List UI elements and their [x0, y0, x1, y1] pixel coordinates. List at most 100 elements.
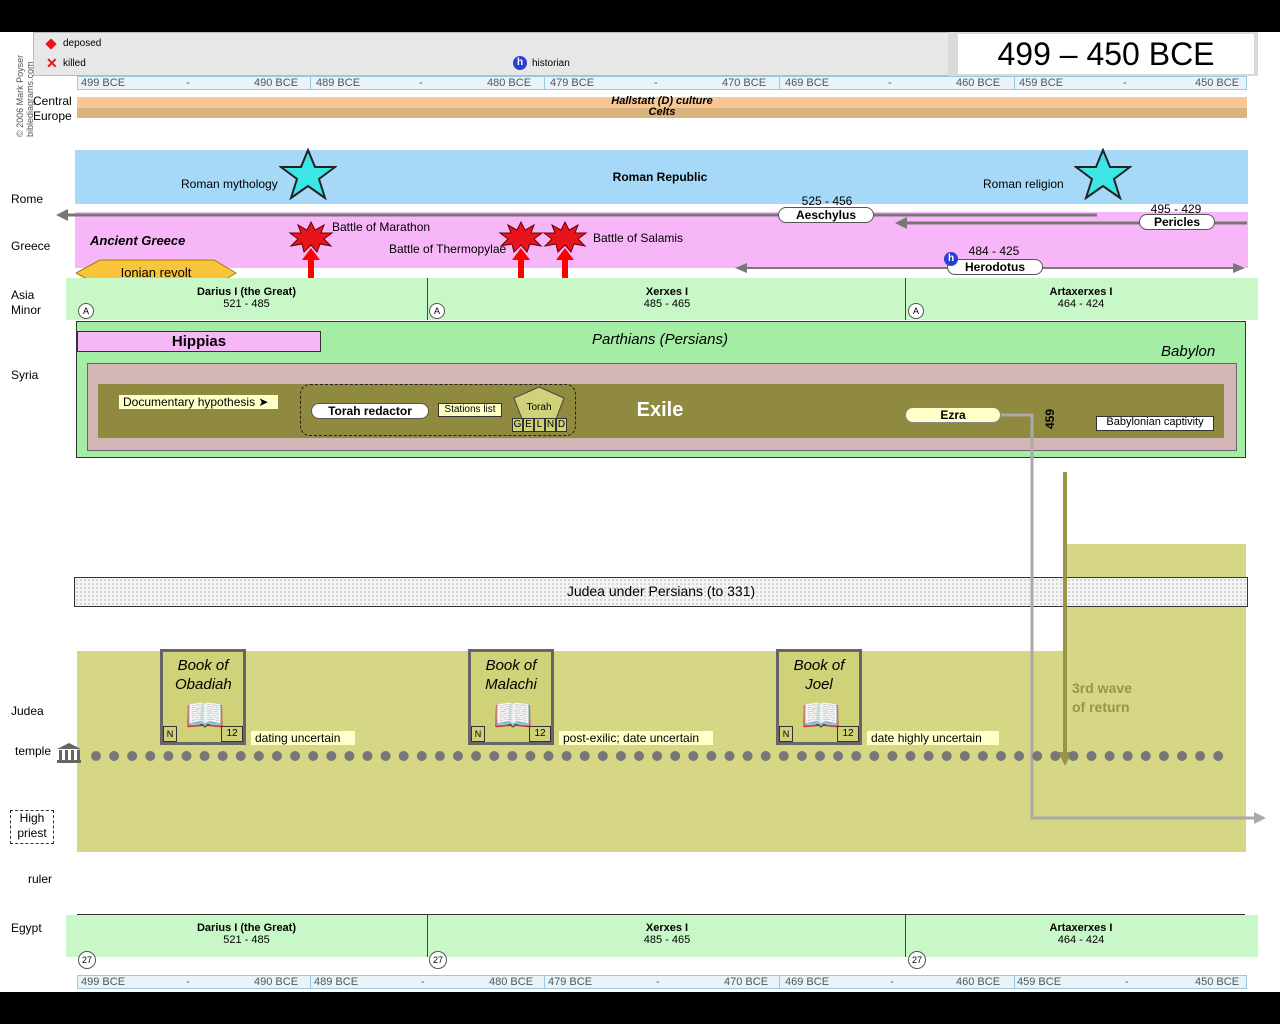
ancient-greece-label: Ancient Greece — [90, 233, 186, 248]
book-note: dating uncertain — [251, 731, 355, 745]
ruler-dates: 485 - 465 — [643, 934, 691, 946]
aeschylus-dates: 525 - 456 — [801, 194, 853, 208]
greece-band — [75, 212, 1248, 268]
ruler-name: Artaxerxes I — [1049, 286, 1113, 298]
star-icon — [279, 148, 337, 200]
row-label-high-priest: High priest — [17, 811, 47, 840]
time-scale-bottom: 499 BCE - 490 BCE 489 BCE - 480 BCE 479 … — [77, 975, 1247, 989]
torah-letter: L — [534, 418, 545, 432]
torah-label: Torah — [526, 402, 552, 413]
ruler-name: Artaxerxes I — [1049, 922, 1113, 934]
judea-persians-label: Judea under Persians (to 331) — [566, 583, 756, 599]
reign-darius: Darius I (the Great) 521 - 485 — [66, 278, 427, 320]
battle-salamis-icon — [542, 220, 588, 278]
scale-label: - — [1123, 77, 1127, 89]
torah-letter: G — [512, 418, 523, 432]
scale-label: 470 BCE — [722, 77, 767, 89]
ruler-dates: 521 - 485 — [223, 298, 270, 310]
hallstatt-label: Hallstatt (D) culture — [611, 95, 713, 107]
exile-band — [98, 384, 1224, 438]
scale-label: 460 BCE — [956, 77, 1001, 89]
hippias-label: Hippias — [171, 333, 227, 350]
thermopylae-label: Battle of Thermopylae — [389, 242, 507, 256]
scale-label: 470 BCE — [724, 976, 769, 988]
captivity-label: Babylonian captivity — [1106, 416, 1204, 428]
roman-republic-label: Roman Republic — [612, 170, 708, 184]
reign-artaxerxes: Artaxerxes I 464 - 424 — [905, 278, 1256, 320]
scale-label: - — [890, 976, 894, 988]
book-icon: 📖 — [801, 697, 841, 733]
row-label-temple: temple — [15, 744, 52, 758]
egypt-badge: 27 — [429, 951, 447, 969]
scale-label: 480 BCE — [489, 976, 534, 988]
asia-badge: A — [429, 303, 445, 319]
exile-label: Exile — [636, 399, 684, 421]
scale-seg — [310, 976, 545, 988]
scale-label: 490 BCE — [254, 976, 299, 988]
book-badge-left: N — [163, 726, 177, 742]
book-badge-right: 12 — [221, 726, 243, 742]
scale-label: 469 BCE — [785, 77, 830, 89]
reign-darius: Darius I (the Great) 521 - 485 — [66, 915, 427, 957]
historian-icon: h — [513, 56, 527, 70]
roman-religion-label: Roman religion — [983, 177, 1064, 191]
celts-band — [77, 108, 1247, 118]
parthians-label: Parthians (Persians) — [592, 331, 728, 348]
celts-label: Celts — [648, 106, 676, 118]
legend-killed-label: killed — [63, 58, 86, 69]
salamis-label: Battle of Salamis — [593, 231, 684, 245]
scale-label: 479 BCE — [550, 77, 595, 89]
title-inner — [958, 34, 1254, 74]
book-badge-right: 12 — [837, 726, 859, 742]
page-title: 499 – 450 BCE — [997, 36, 1215, 72]
roman-mythology-label: Roman mythology — [181, 177, 278, 191]
babylon-label: Babylon — [1161, 343, 1216, 360]
book-badge-left: N — [779, 726, 793, 742]
scale-label: 489 BCE — [316, 77, 361, 89]
torah-letter: N — [545, 418, 556, 432]
reign-xerxes: Xerxes I 485 - 465 — [427, 278, 906, 320]
book-obadiah: Book of Obadiah 📖 N 12 — [160, 649, 246, 745]
scale-label: 450 BCE — [1195, 976, 1240, 988]
legend-deposed-label: deposed — [63, 38, 102, 49]
row-label-judea: Judea — [11, 704, 44, 718]
scale-label: 469 BCE — [785, 976, 830, 988]
hallstatt-band — [77, 97, 1247, 108]
historian-icon: h — [944, 252, 958, 266]
row-label-rome: Rome — [11, 192, 44, 206]
row-label-central-europe: Central Europe — [33, 94, 72, 123]
book-malachi: Book of Malachi 📖 N 12 — [468, 649, 554, 745]
stations-label: Stations list — [444, 404, 496, 415]
legend-bar — [33, 32, 949, 76]
book-joel: Book of Joel 📖 N 12 — [776, 649, 862, 745]
high-priest-box — [10, 810, 54, 844]
scale-seg — [78, 77, 311, 89]
pericles-dates: 495 - 429 — [1150, 202, 1202, 216]
scale-label: 499 BCE — [81, 77, 126, 89]
asia-minor-reigns: Darius I (the Great) 521 - 485 Xerxes I … — [66, 278, 1258, 320]
return-lines — [1001, 413, 1266, 824]
scale-seg — [779, 77, 1015, 89]
ruler-dates: 464 - 424 — [1057, 298, 1105, 310]
egypt-badge: 27 — [908, 951, 926, 969]
asia-badge: A — [78, 303, 94, 319]
title-box: 499 – 450 BCE — [948, 32, 1258, 76]
battle-marathon-icon — [288, 220, 334, 278]
book-title: Book of Obadiah — [175, 657, 232, 693]
scale-label: - — [419, 77, 423, 89]
battle-thermopylae-icon — [498, 220, 544, 278]
book-title: Book of Joel — [793, 657, 845, 693]
scale-label: 459 BCE — [1019, 77, 1064, 89]
scale-label: - — [654, 77, 658, 89]
documentary-label: Documentary hypothesis ➤ — [123, 395, 269, 409]
scale-label: 480 BCE — [487, 77, 532, 89]
book-badge-right: 12 — [529, 726, 551, 742]
pericles-pill: Pericles — [1139, 214, 1215, 230]
scale-seg — [310, 77, 545, 89]
torah-letters: G E L N D — [512, 418, 567, 432]
temple-dots — [91, 751, 1241, 761]
third-wave-label: 3rd wave of return — [1072, 680, 1132, 715]
torah-letter: D — [556, 418, 567, 432]
captivity-box — [1096, 416, 1214, 431]
ruler-dates: 521 - 485 — [223, 934, 270, 946]
